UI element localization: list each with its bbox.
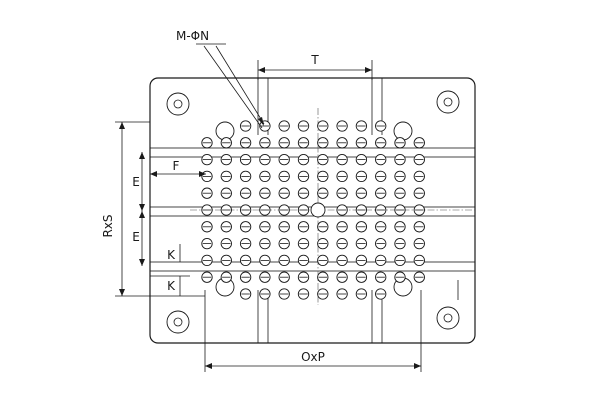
hole-callout-leader [196, 43, 265, 129]
label-f: F [173, 159, 180, 173]
label-e-2: E [132, 230, 140, 244]
centerlines [190, 108, 475, 305]
label-rxs: RxS [101, 214, 115, 237]
dim-bottom [204, 290, 422, 372]
rail-bottom [149, 261, 476, 272]
dim-slot-gap [150, 244, 190, 296]
dim-left-offset [150, 171, 206, 177]
label-t: T [310, 53, 319, 67]
label-e-1: E [132, 175, 140, 189]
label-oxp: OxP [301, 350, 325, 364]
corner-hole-bl [166, 310, 190, 334]
dim-height [115, 121, 205, 297]
label-m-phi-n: M-ΦN [176, 29, 209, 43]
dim-row-spacing [139, 152, 145, 266]
corner-hole-tr [436, 90, 460, 114]
hole-grid [201, 120, 425, 300]
label-k-1: K [167, 248, 176, 262]
corner-holes [166, 90, 460, 334]
center-hole [310, 202, 326, 218]
corner-hole-br [436, 306, 460, 330]
rail-top [149, 147, 476, 158]
label-k-2: K [167, 279, 176, 293]
corner-hole-tl [166, 92, 190, 116]
dim-top [257, 60, 373, 80]
